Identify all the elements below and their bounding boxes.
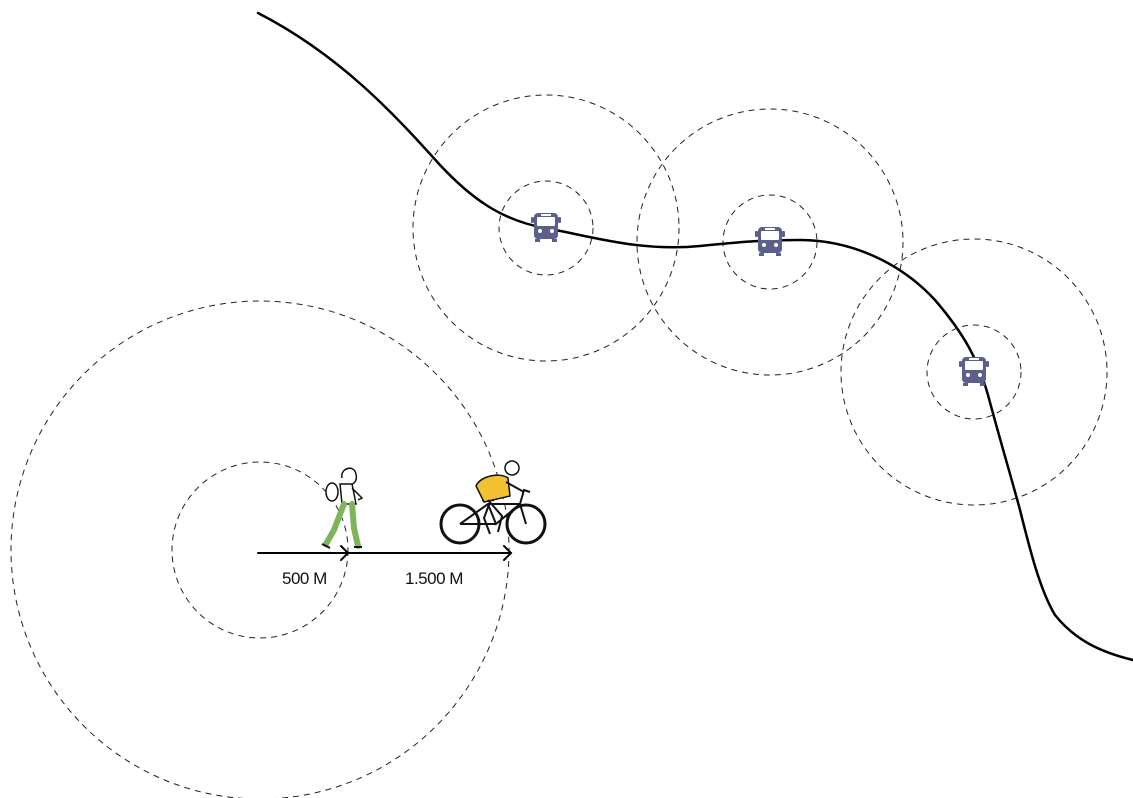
bike-radius-ring — [10, 300, 510, 798]
bus-icon — [531, 213, 561, 242]
bus-stop-2 — [636, 108, 904, 376]
bus-stop-1 — [412, 94, 680, 362]
bus-stop-3 — [840, 238, 1108, 506]
bus-stop-3-outer-ring — [840, 238, 1108, 506]
bus-stop-3-inner-ring — [926, 324, 1022, 420]
pedestrian-icon — [321, 467, 364, 549]
walk-distance-label: 500 M — [282, 569, 327, 588]
bus-icon — [755, 227, 785, 256]
bus-stop-1-inner-ring — [498, 180, 594, 276]
bus-stop-2-inner-ring — [722, 194, 818, 290]
bus-stop-1-outer-ring — [412, 94, 680, 362]
bus-icon — [959, 357, 989, 386]
bike-distance-label: 1.500 M — [405, 569, 463, 588]
cyclist-icon — [439, 460, 547, 545]
walk-distance-arrow — [257, 545, 350, 561]
bus-stop-2-outer-ring — [636, 108, 904, 376]
bike-distance-arrow — [347, 545, 513, 561]
walk-radius-ring — [171, 461, 349, 639]
bus-route-line — [256, 11, 1133, 662]
